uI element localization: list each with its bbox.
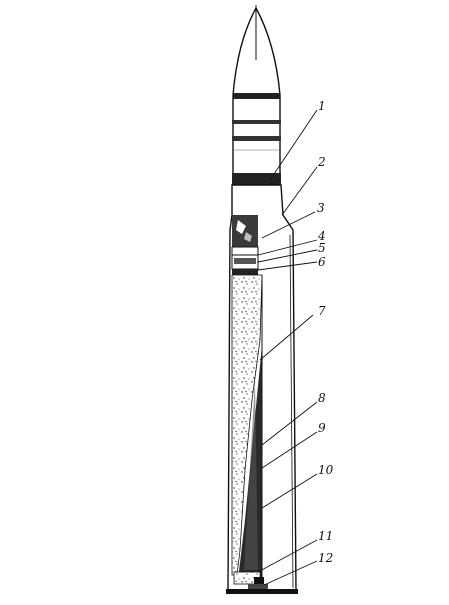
cartridge-case [226, 184, 298, 594]
driving-band-1 [233, 93, 280, 99]
callout-12: 12 [318, 551, 333, 565]
projectile [232, 5, 281, 185]
primer [254, 577, 264, 587]
base-section [233, 571, 268, 589]
callout-labels: 1 2 3 4 5 6 7 8 9 10 11 12 [317, 99, 334, 565]
callout-6: 6 [318, 255, 326, 269]
callout-3: 3 [317, 201, 325, 215]
leader-lines [257, 109, 318, 586]
powder-charge [231, 274, 263, 580]
callout-7: 7 [318, 304, 326, 318]
driving-band-4 [232, 173, 281, 185]
callout-2: 2 [317, 155, 326, 169]
driving-band-3 [232, 136, 281, 141]
driving-band-2 [232, 120, 281, 124]
neck-section [231, 215, 259, 275]
callout-4: 4 [317, 229, 326, 243]
callout-10: 10 [318, 463, 334, 477]
callout-9: 9 [318, 421, 326, 435]
callout-5: 5 [318, 241, 326, 255]
callout-8: 8 [318, 391, 326, 405]
callout-11: 11 [318, 529, 333, 543]
callout-1: 1 [318, 99, 326, 113]
case-rim [226, 589, 298, 594]
